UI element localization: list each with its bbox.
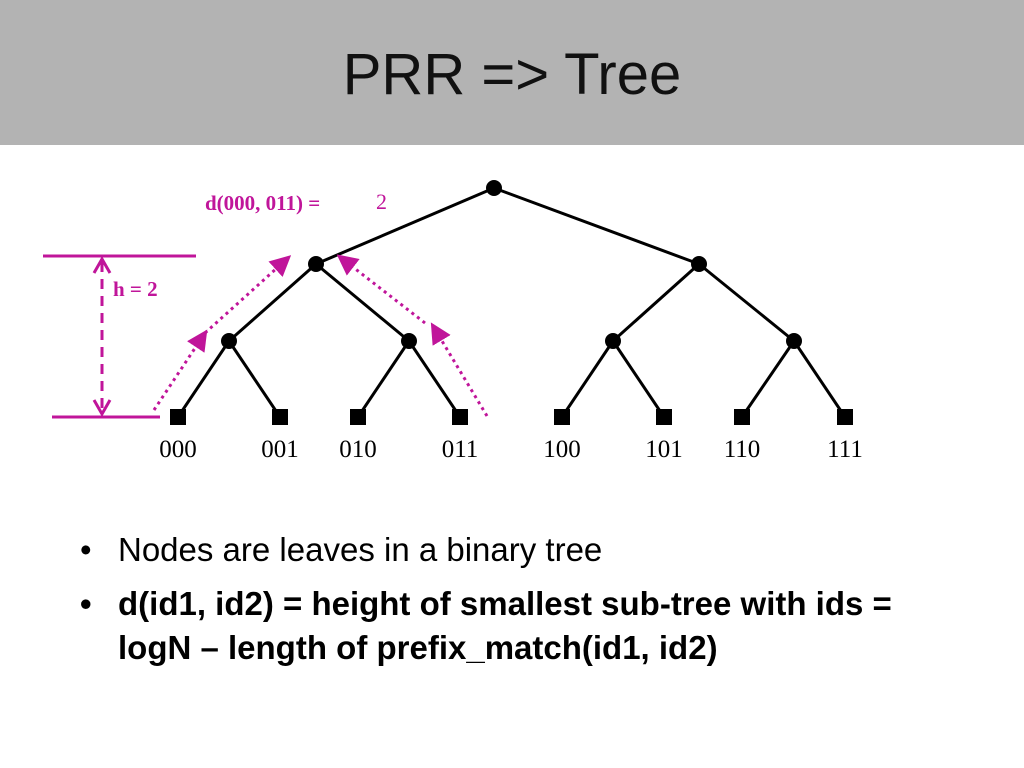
tree-edge	[176, 340, 231, 418]
height-label: h = 2	[113, 277, 158, 301]
internal-node	[401, 333, 417, 349]
leaf-node	[272, 409, 288, 425]
bullet-dot-icon: •	[80, 531, 92, 568]
tree-edge	[493, 186, 700, 266]
height-arrow-down-icon	[92, 399, 112, 418]
leaf-label: 001	[261, 436, 299, 463]
tree-edge	[356, 340, 411, 418]
path-arrows	[152, 254, 489, 417]
distance-label: d(000, 011) =	[205, 191, 320, 215]
path-arrow-right-upper	[336, 254, 426, 325]
leaf-label: 010	[339, 436, 377, 463]
leaf-node	[837, 409, 853, 425]
height-indicator	[43, 254, 196, 419]
internal-node	[691, 256, 707, 272]
tree-edge	[227, 340, 282, 418]
tree-edge	[611, 340, 666, 418]
height-arrow-up-icon	[92, 255, 112, 274]
leaf-label: 110	[724, 436, 761, 463]
leaf-node	[734, 409, 750, 425]
distance-value: 2	[376, 189, 387, 214]
tree-edge	[698, 262, 795, 343]
leaf-node	[554, 409, 570, 425]
tree-edge	[315, 262, 410, 343]
bullet-dot-icon: •	[80, 585, 92, 622]
internal-node	[786, 333, 802, 349]
internal-node	[308, 256, 324, 272]
path-arrow-left-lower	[152, 329, 208, 411]
leaf-nodes	[170, 409, 853, 425]
leaf-labels: 000 001 010 011 100 101 110 111	[159, 436, 863, 463]
path-arrow-left-upper	[203, 255, 292, 335]
bullet-text: Nodes are leaves in a binary tree	[118, 531, 603, 568]
leaf-label: 000	[159, 436, 197, 463]
tree-edge	[611, 262, 701, 343]
bullet-text: d(id1, id2) = height of smallest sub-tre…	[118, 585, 892, 666]
tree-edge	[792, 340, 847, 418]
leaf-label: 101	[645, 436, 683, 463]
leaf-label: 111	[827, 436, 863, 463]
tree-edge	[315, 186, 495, 266]
title-bar: PRR => Tree	[0, 0, 1024, 145]
bullet-item: • d(id1, id2) = height of smallest sub-t…	[74, 582, 974, 670]
leaf-node	[656, 409, 672, 425]
leaf-node	[170, 409, 186, 425]
bullet-item: • Nodes are leaves in a binary tree	[74, 528, 974, 572]
slide-title: PRR => Tree	[342, 42, 682, 107]
path-arrow-right-lower	[430, 322, 489, 417]
internal-nodes	[221, 180, 802, 349]
internal-node	[221, 333, 237, 349]
tree-edge	[407, 340, 462, 418]
root-node	[486, 180, 502, 196]
bullet-list: • Nodes are leaves in a binary tree • d(…	[74, 528, 974, 680]
internal-node	[605, 333, 621, 349]
tree-edge	[740, 340, 796, 418]
leaf-label: 100	[543, 436, 581, 463]
tree-edges	[176, 186, 847, 418]
tree-edge	[228, 262, 317, 343]
leaf-label: 011	[442, 436, 479, 463]
leaf-node	[350, 409, 366, 425]
leaf-node	[452, 409, 468, 425]
tree-edge	[560, 340, 615, 418]
